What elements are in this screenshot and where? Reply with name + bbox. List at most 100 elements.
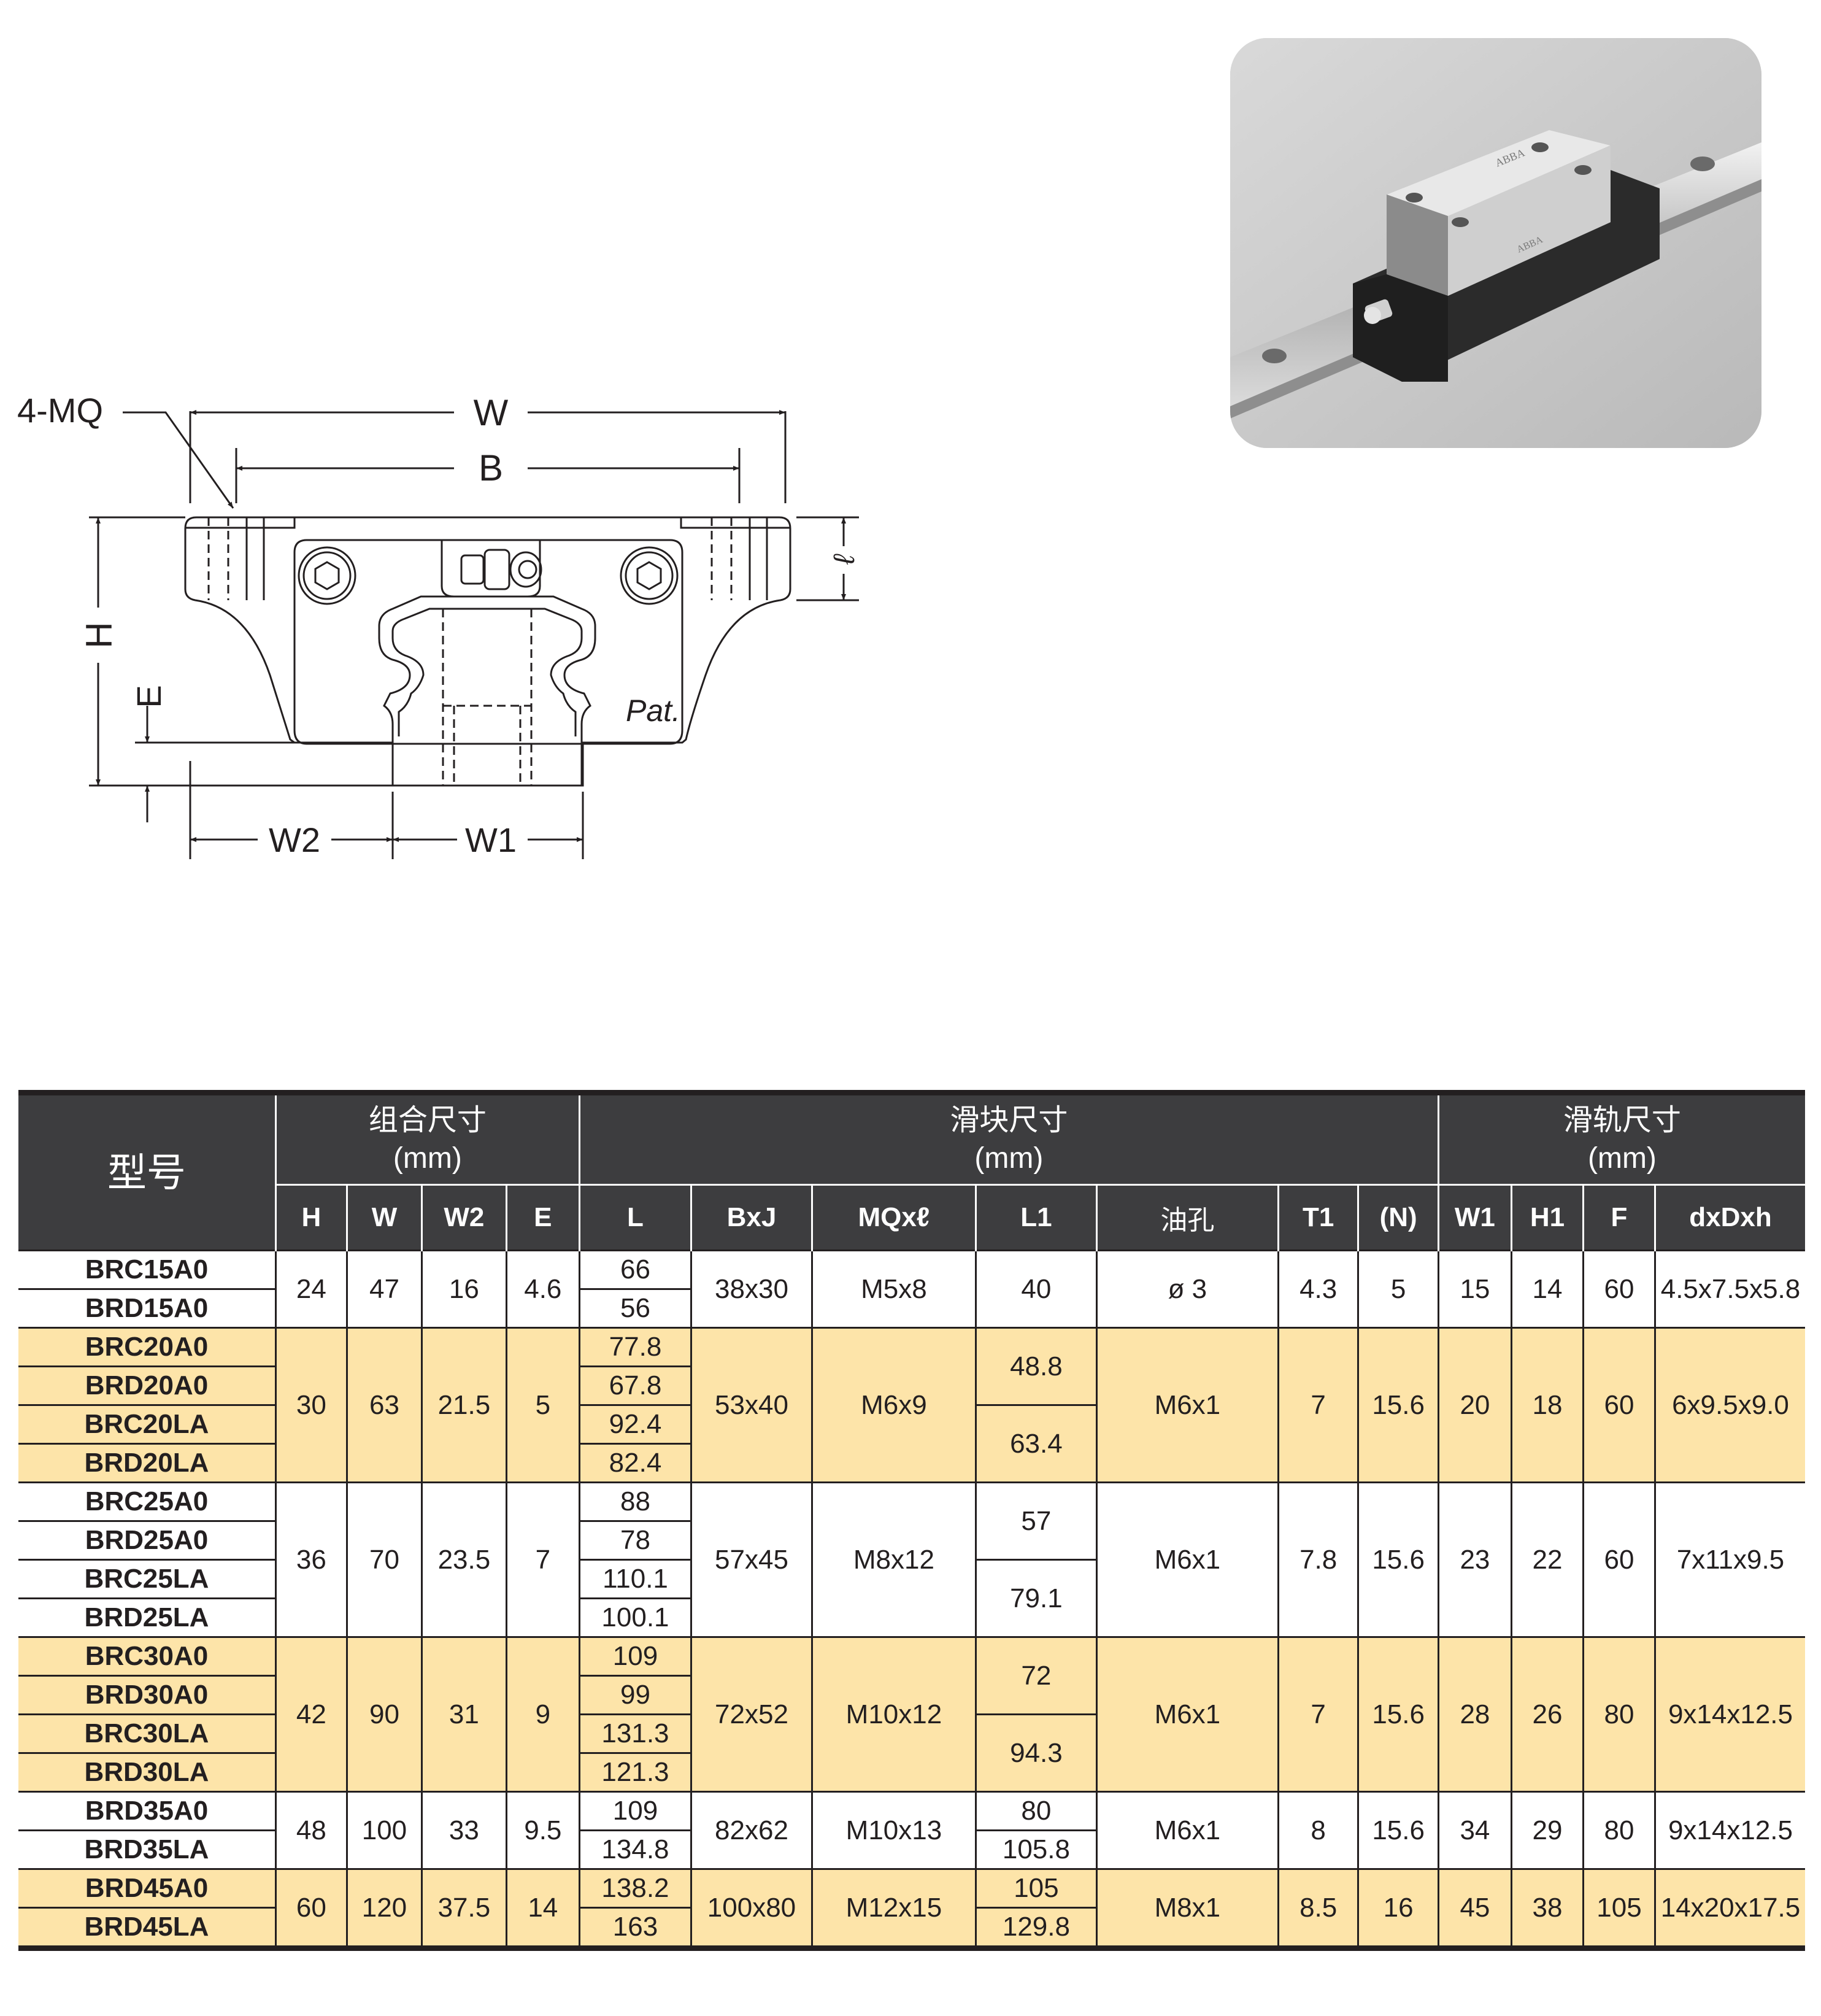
cell-rail-w1: 34 [1437, 1791, 1512, 1870]
cell-dxdxh: 9x14x12.5 [1654, 1636, 1805, 1793]
cell-t1: 7 [1277, 1636, 1360, 1793]
cell-oil-hole: M8x1 [1095, 1868, 1279, 1949]
rail-profile [378, 595, 596, 786]
cell-t1: 7.8 [1277, 1481, 1360, 1638]
group-block-unit: (mm) [974, 1142, 1044, 1175]
cell-l1: 48.8 [975, 1327, 1098, 1406]
cell-w2: 37.5 [421, 1868, 507, 1949]
cell-rail-w1: 45 [1437, 1868, 1512, 1949]
header-model: 型号 [18, 1092, 276, 1251]
cell-e: 9 [505, 1636, 580, 1793]
cell-h: 30 [274, 1327, 348, 1483]
cell-w2: 16 [421, 1249, 507, 1329]
model-cell: BRC20LA [18, 1404, 277, 1445]
hex-screw-left [298, 546, 356, 605]
cell-l1: 80 [975, 1791, 1098, 1831]
col-header: W [345, 1184, 422, 1251]
col-header: MQxℓ [810, 1184, 976, 1251]
cell-mqxl: M12x15 [810, 1868, 977, 1949]
cell-l1: 40 [975, 1249, 1098, 1329]
cell-l: 82.4 [578, 1443, 693, 1483]
model-cell: BRC25A0 [18, 1481, 277, 1522]
dim-label-l: ℓ [828, 554, 859, 565]
cell-rail-w1: 15 [1437, 1249, 1512, 1329]
col-header: F [1582, 1184, 1655, 1251]
cell-mqxl: M6x9 [810, 1327, 977, 1483]
model-cell: BRC30LA [18, 1713, 277, 1754]
cell-rail-w1: 23 [1437, 1481, 1512, 1638]
cross-section-drawing: 4-MQ W B H E ℓ W2 W1 Pat. [17, 391, 859, 859]
patent-mark: Pat. [626, 693, 680, 728]
cell-e: 5 [505, 1327, 580, 1483]
cell-l: 56 [578, 1288, 693, 1329]
table-row: BRD25A0 78 [18, 1520, 1805, 1561]
cell-l1: 72 [975, 1636, 1098, 1715]
cell-oil-hole: M6x1 [1095, 1481, 1279, 1638]
cell-rail-h1: 29 [1510, 1791, 1584, 1870]
cell-n: 16 [1357, 1868, 1439, 1949]
end-plate [293, 539, 683, 745]
cell-w: 70 [345, 1481, 423, 1638]
cell-w2: 31 [421, 1636, 507, 1793]
cell-l1: 105.8 [975, 1829, 1098, 1870]
cell-e: 4.6 [505, 1249, 580, 1329]
cell-w: 100 [345, 1791, 423, 1870]
col-header: E [505, 1184, 580, 1251]
cell-t1: 7 [1277, 1327, 1360, 1483]
cell-h: 48 [274, 1791, 348, 1870]
left-tap-hole [207, 517, 229, 600]
cell-n: 15.6 [1357, 1481, 1439, 1638]
cell-w: 90 [345, 1636, 423, 1793]
cell-l1: 105 [975, 1868, 1098, 1909]
cell-l: 100.1 [578, 1597, 693, 1638]
cell-n: 15.6 [1357, 1327, 1439, 1483]
cell-bxj: 72x52 [690, 1636, 813, 1793]
dim-label-h: H [79, 622, 120, 648]
rail-hole [1262, 349, 1287, 363]
cell-e: 14 [505, 1868, 580, 1949]
cell-l1: 129.8 [975, 1907, 1098, 1949]
cell-w: 47 [345, 1249, 423, 1329]
table-row: BRD20LA 82.4 [18, 1443, 1805, 1483]
right-tap-hole [710, 517, 733, 600]
cell-mqxl: M10x13 [810, 1791, 977, 1870]
cell-w2: 33 [421, 1791, 507, 1870]
cell-l: 78 [578, 1520, 693, 1561]
cell-rail-h1: 22 [1510, 1481, 1584, 1638]
col-header: L1 [975, 1184, 1097, 1251]
header-group-block: 滑块尺寸 (mm) [578, 1092, 1439, 1185]
header-group-rail: 滑轨尺寸 (mm) [1437, 1092, 1805, 1185]
cell-dxdxh: 9x14x12.5 [1654, 1791, 1805, 1870]
cell-mqxl: M10x12 [810, 1636, 977, 1793]
cell-rail-h1: 18 [1510, 1327, 1584, 1483]
col-header: W2 [421, 1184, 507, 1251]
model-cell: BRD25A0 [18, 1520, 277, 1561]
col-header: BxJ [690, 1184, 812, 1251]
cell-bxj: 57x45 [690, 1481, 813, 1638]
cell-t1: 8.5 [1277, 1868, 1360, 1949]
model-cell: BRC20A0 [18, 1327, 277, 1367]
cell-l: 134.8 [578, 1829, 693, 1870]
cell-bxj: 100x80 [690, 1868, 813, 1949]
col-header: H [274, 1184, 347, 1251]
group-rail-unit: (mm) [1587, 1142, 1657, 1175]
cell-rail-h1: 38 [1510, 1868, 1584, 1949]
hex-screw-right [620, 546, 679, 605]
model-cell: BRD35A0 [18, 1791, 277, 1831]
model-cell: BRD20LA [18, 1443, 277, 1483]
model-cell: BRD30A0 [18, 1675, 277, 1715]
cell-rail-f: 80 [1582, 1791, 1656, 1870]
cell-l1: 57 [975, 1481, 1098, 1561]
cell-mqxl: M8x12 [810, 1481, 977, 1638]
